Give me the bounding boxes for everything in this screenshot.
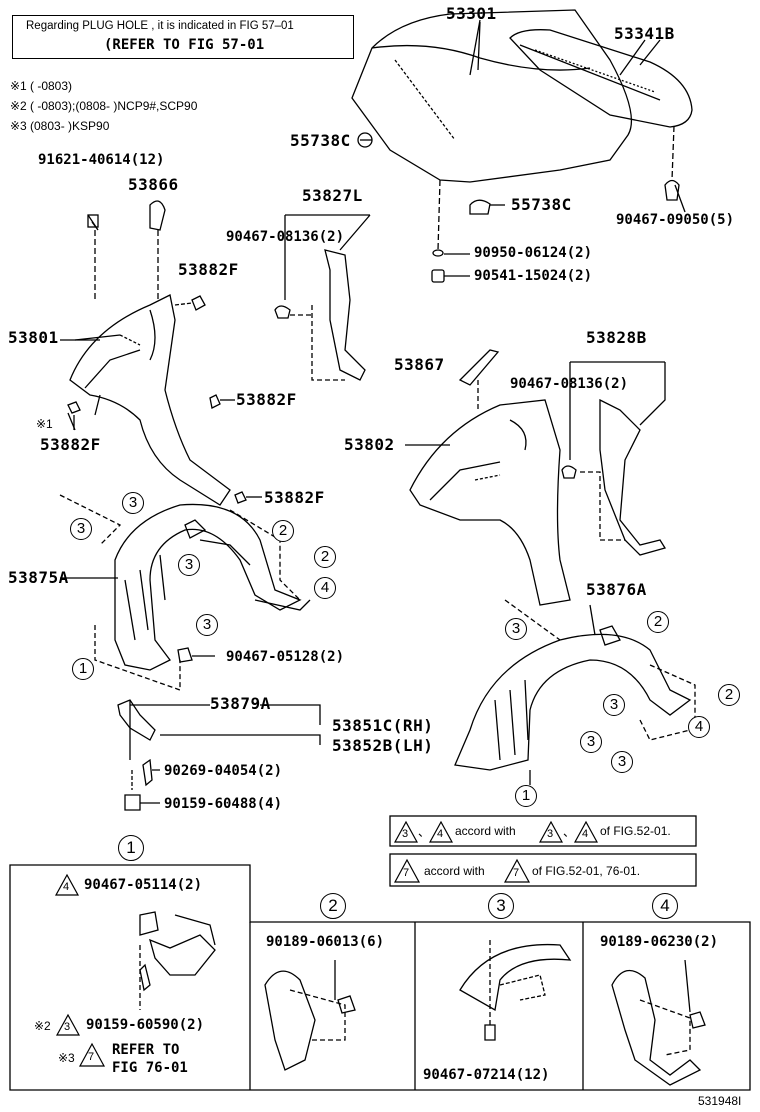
label-53866: 53866 [128, 175, 179, 194]
ref-circle-3: 3 [70, 518, 92, 540]
detail-3-number: 3 [488, 893, 514, 919]
label-55738C-b: 55738C [511, 195, 572, 214]
accord-line2-a: accord with [424, 864, 485, 878]
label-90541-15024: 90541-15024(2) [474, 268, 593, 284]
ref-circle-3: 3 [611, 751, 633, 773]
detail-1-tri-3: 3 [64, 1021, 71, 1033]
label-90467-05128: 90467-05128(2) [226, 649, 345, 665]
mark-note1: ※1 [36, 417, 53, 431]
figure-code: 531948I [698, 1094, 742, 1108]
accord-tri-7b: 7 [513, 867, 520, 879]
ref-circle-4: 4 [688, 716, 710, 738]
label-53301: 53301 [446, 4, 497, 23]
refer-box [12, 15, 354, 59]
ref-circle-1: 1 [72, 658, 94, 680]
label-53867: 53867 [394, 355, 445, 374]
ref-circle-2: 2 [272, 520, 294, 542]
label-53827L: 53827L [302, 186, 363, 205]
liner-right-outline [454, 633, 692, 771]
detail-3-part: 90467-07214(12) [423, 1067, 550, 1083]
note-2-mark: ※2 [10, 99, 27, 113]
label-90467-08136-b: 90467-08136(2) [510, 376, 629, 392]
fender-left-outline [69, 294, 231, 506]
detail-4-part: 90189-06230(2) [600, 934, 719, 950]
detail-1-mark-2: ※2 [34, 1019, 51, 1033]
refer-box-line2: (REFER TO FIG 57-01 [104, 37, 265, 53]
accord-sep: 、 [418, 825, 431, 839]
label-53341B: 53341B [614, 24, 675, 43]
detail-1-refer-line1: REFER TO [112, 1042, 180, 1058]
label-53852B: 53852B(LH) [332, 736, 434, 755]
refer-box-line1: Regarding PLUG HOLE , it is indicated in… [26, 20, 294, 32]
label-53879A: 53879A [210, 694, 271, 713]
ref-circle-3: 3 [505, 618, 527, 640]
label-53876A: 53876A [586, 580, 647, 599]
note-1-mark: ※1 [10, 79, 27, 93]
detail-frame [9, 864, 751, 1091]
detail-1-refer-line2: FIG 76-01 [112, 1060, 188, 1076]
accord-tri-7: 7 [403, 867, 410, 879]
detail-1-part-90159-60590: 90159-60590(2) [86, 1017, 205, 1033]
label-53882F-b: 53882F [236, 390, 297, 409]
accord-tri-3b: 3 [547, 828, 554, 840]
detail-1-tri-7: 7 [88, 1051, 95, 1063]
fender-right-outline [409, 399, 571, 606]
ref-circle-2: 2 [314, 546, 336, 568]
ref-circle-4: 4 [314, 577, 336, 599]
detail-2-part: 90189-06013(6) [266, 934, 385, 950]
label-53802: 53802 [344, 435, 395, 454]
detail-1-part-90467-05114: 90467-05114(2) [84, 877, 203, 893]
ref-circle-3: 3 [580, 731, 602, 753]
label-53882F-d: 53882F [264, 488, 325, 507]
detail-2-number: 2 [320, 893, 346, 919]
label-55738C-a: 55738C [290, 131, 351, 150]
ref-circle-2: 2 [647, 611, 669, 633]
accord-tri-4: 4 [437, 828, 444, 840]
label-53875A: 53875A [8, 568, 69, 587]
ref-circle-1: 1 [515, 785, 537, 807]
label-90269-04054: 90269-04054(2) [164, 763, 283, 779]
accord-line2-b: of FIG.52-01, 76-01. [532, 864, 641, 878]
label-53828B: 53828B [586, 328, 647, 347]
label-90467-09050: 90467-09050(5) [616, 212, 735, 228]
detail-1-tri-4: 4 [63, 881, 70, 893]
detail-1-number: 1 [118, 835, 144, 861]
label-53882F-c: 53882F [40, 435, 101, 454]
label-53882F-a: 53882F [178, 260, 239, 279]
label-91621-40614: 91621-40614(12) [38, 152, 165, 168]
note-3-text: (0803- )KSP90 [30, 119, 110, 133]
label-90159-60488: 90159-60488(4) [164, 796, 283, 812]
hood-outline [351, 9, 633, 183]
ref-circle-3: 3 [178, 554, 200, 576]
accord-sep-b: 、 [563, 825, 576, 839]
ref-circle-3: 3 [603, 694, 625, 716]
ref-circle-2: 2 [718, 684, 740, 706]
accord-tri-4b: 4 [582, 828, 589, 840]
hood-seal-outline [509, 29, 693, 128]
accord-tri-3: 3 [402, 828, 409, 840]
note-1-text: ( -0803) [30, 79, 73, 93]
label-90467-08136-a: 90467-08136(2) [226, 229, 345, 245]
detail-1-mark-3: ※3 [58, 1051, 75, 1065]
label-53851C: 53851C(RH) [332, 716, 434, 735]
accord-line1-b: of FIG.52-01. [600, 824, 671, 838]
ref-circle-3: 3 [122, 492, 144, 514]
label-90950-06124: 90950-06124(2) [474, 245, 593, 261]
accord-line1-a: accord with [455, 824, 516, 838]
ref-circle-3: 3 [196, 614, 218, 636]
detail-4-number: 4 [652, 893, 678, 919]
liner-left-outline [114, 503, 302, 671]
label-53801: 53801 [8, 328, 59, 347]
note-2-text: ( -0803);(0808- )NCP9#,SCP90 [30, 99, 198, 113]
note-3-mark: ※3 [10, 119, 27, 133]
